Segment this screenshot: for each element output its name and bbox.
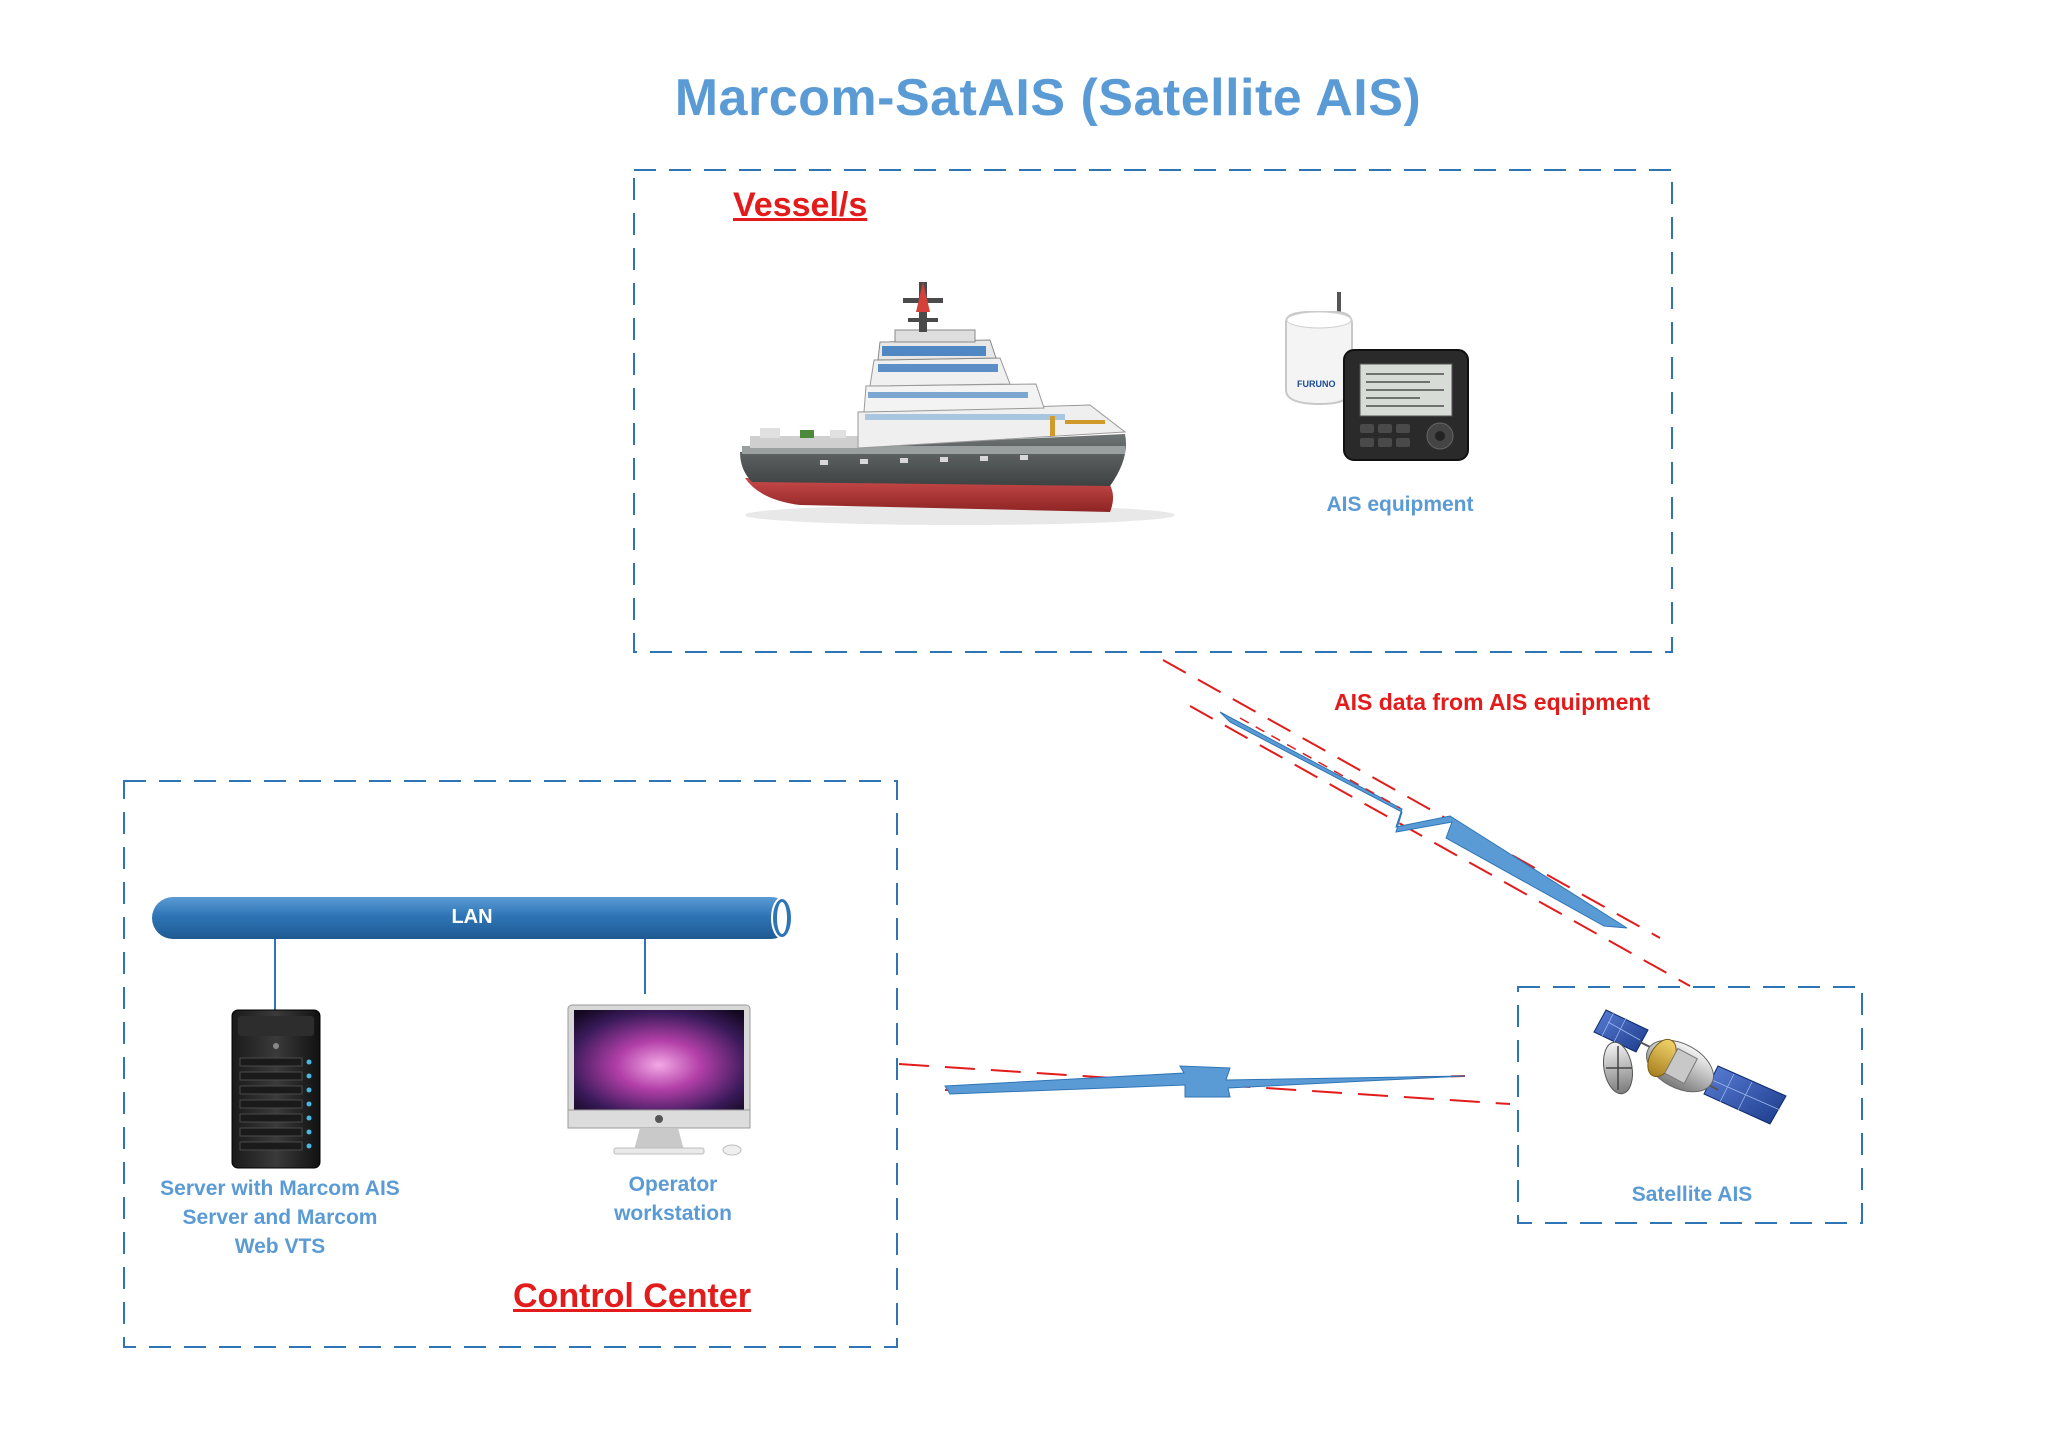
server-caption-line: Server and Marcom — [182, 1206, 378, 1229]
ais-equipment-image: FURUNO — [1285, 292, 1469, 461]
workstation-image — [567, 1004, 751, 1156]
lightning-bolt-icon — [944, 1065, 1466, 1098]
ship-image — [740, 282, 1175, 525]
vessel-satellite-radio-link — [1162, 659, 1691, 987]
lan-bus — [152, 897, 793, 939]
server-caption: Server with Marcom AIS Server and Marcom… — [130, 1174, 430, 1261]
workstation-caption-line: Operator — [628, 1173, 718, 1196]
vessel-box — [633, 169, 1673, 653]
lightning-bolt-icon — [1219, 711, 1628, 929]
control-center-label: Control Center — [513, 1277, 751, 1315]
diagram-title: Marcom-SatAIS (Satellite AIS) — [674, 69, 1422, 127]
server-image — [231, 1009, 321, 1169]
workstation-caption-line: workstation — [614, 1202, 732, 1225]
server-caption-line: Server with Marcom AIS — [160, 1177, 400, 1200]
ais-data-link-caption: AIS data from AIS equipment — [1334, 689, 1651, 715]
satellite-caption: Satellite AIS — [1631, 1183, 1753, 1206]
server-caption-line: Web VTS — [234, 1235, 326, 1258]
ais-antenna-brand: FURUNO — [1297, 379, 1336, 389]
satellite-box — [1517, 986, 1863, 1224]
ais-equipment-caption: AIS equipment — [1326, 493, 1474, 516]
satellite-image — [1593, 1009, 1787, 1125]
control-center-box — [123, 780, 898, 1348]
lan-label: LAN — [451, 906, 493, 928]
satellite-control-radio-link — [898, 1063, 1511, 1105]
vessel-section-label: Vessel/s — [733, 186, 868, 224]
workstation-caption: Operator workstation — [573, 1170, 773, 1228]
